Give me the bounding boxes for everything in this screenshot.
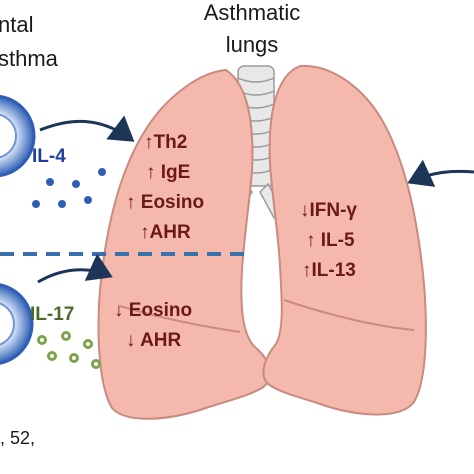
right-lung-fissure [283,299,415,331]
left-lung-bottom-item: ↓ AHR [126,330,182,351]
left-lung-fissure [119,305,241,333]
il4-dots [32,168,106,208]
arrow-il4-to-lung [39,115,135,142]
left-header-line2: sthma [0,46,59,71]
left-header-line1: ntal [0,12,33,37]
left-lung-top-item: ↑Th2 [144,132,187,153]
right-lung-item: ↑ IL-5 [306,230,355,251]
reference-fragment: , 52, [0,428,35,448]
left-lung-bottom-item: ↓ Eosino [114,300,192,321]
center-header-line1: Asthmatic [204,0,301,25]
left-lung-top-item: ↑AHR [140,222,191,243]
cytokine-il17: IL-17 [30,304,74,325]
right-lung-list: ↓IFN-γ ↑ IL-5 ↑IL-13 [300,200,357,281]
left-lung-bottom-list: ↓ Eosino ↓ AHR [114,300,192,351]
left-lung-top-item: ↑ IgE [146,162,190,183]
right-lung [262,64,427,416]
left-lung-top-item: ↑ Eosino [126,192,204,213]
il17-dots [37,331,101,369]
cell-top [0,94,36,178]
center-header-line2: lungs [226,32,279,57]
cell-bottom [0,283,34,365]
right-lung-item: ↓IFN-γ [300,200,357,221]
arrow-right-into-lung [407,159,474,187]
cytokine-il4: IL-4 [32,146,66,167]
arrow-il17-to-lung [37,253,113,284]
left-lung [97,68,271,420]
right-lung-item: ↑IL-13 [302,260,356,281]
left-lung-top-list: ↑Th2 ↑ IgE ↑ Eosino ↑AHR [126,132,204,243]
